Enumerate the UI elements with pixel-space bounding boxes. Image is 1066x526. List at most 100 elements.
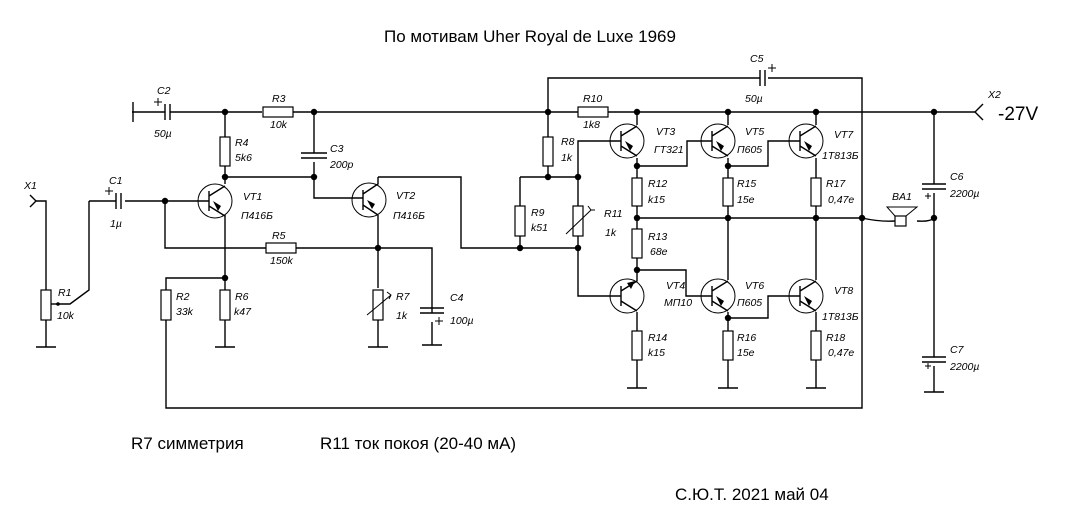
- label-vt5-value: П605: [737, 144, 762, 156]
- label-r15-ref: R15: [737, 178, 756, 190]
- resistor-r8: [542, 136, 554, 167]
- label-r15-value: 15e: [737, 194, 755, 206]
- label-r10-value: 1k8: [583, 119, 600, 131]
- label-r13-value: 68e: [650, 246, 668, 258]
- label-c1-value: 1µ: [110, 218, 122, 230]
- label-x2: X2: [987, 89, 1001, 101]
- label-c5-ref: C5: [750, 53, 764, 65]
- label-r6-ref: R6: [235, 291, 249, 303]
- label-r11-ref: R11: [604, 208, 622, 220]
- label-r16-value: 15e: [737, 347, 755, 359]
- transistor-vt3: [605, 123, 645, 159]
- capacitor-c5: [759, 64, 776, 86]
- label-vt4-value: МП10: [664, 297, 692, 309]
- note-r7: R7 симметрия: [131, 434, 244, 453]
- junctions: [161, 108, 938, 322]
- label-r5-value: 150k: [270, 255, 294, 267]
- label-vt6-ref: VT6: [745, 280, 764, 292]
- label-vt3-ref: VT3: [656, 126, 675, 138]
- label-vt2-value: П416Б: [393, 210, 425, 222]
- label-r9-value: k51: [531, 222, 548, 234]
- label-r3-value: 10k: [270, 119, 288, 131]
- transistor-vt1: [197, 183, 233, 219]
- label-r7-ref: R7: [396, 291, 411, 303]
- label-r2-value: 33k: [176, 306, 194, 318]
- label-r12-ref: R12: [648, 178, 667, 190]
- r1-wiper-dot: [56, 302, 60, 306]
- transistor-vt7: [786, 123, 824, 159]
- resistor-r15: [722, 177, 734, 207]
- label-r3-ref: R3: [272, 93, 286, 105]
- transistor-vt2: [342, 177, 387, 218]
- label-vt8-value: 1Т813Б: [822, 311, 859, 323]
- label-vt1-value: П416Б: [241, 210, 273, 222]
- label-c4-ref: C4: [450, 292, 464, 304]
- resistor-r18: [810, 330, 822, 361]
- label-r18-ref: R18: [826, 332, 845, 344]
- label-r14-value: k15: [648, 347, 665, 359]
- label-c6-ref: C6: [950, 171, 964, 183]
- label-r8-value: 1k: [561, 152, 573, 164]
- label-vt3-value: ГТ321: [654, 144, 684, 156]
- resistor-r17: [810, 177, 822, 207]
- label-vt2-ref: VT2: [396, 190, 415, 202]
- label-vt1-ref: VT1: [243, 191, 262, 203]
- label-c3-value: 200p: [329, 159, 354, 171]
- label-r8-ref: R8: [561, 136, 575, 148]
- label-vt7-ref: VT7: [834, 129, 854, 141]
- label-vt5-ref: VT5: [745, 126, 764, 138]
- label-r1-ref: R1: [58, 287, 71, 299]
- label-r6-value: k47: [234, 306, 252, 318]
- transistor-vt6: [697, 278, 736, 314]
- label-vt7-value: 1Т813Б: [822, 150, 859, 162]
- resistor-r10: [577, 106, 609, 118]
- resistor-r5: [265, 242, 297, 254]
- capacitor-c7: [922, 356, 946, 369]
- resistor-r14: [631, 330, 643, 361]
- signature: С.Ю.Т. 2021 май 04: [675, 485, 829, 504]
- schematic-title: По мотивам Uher Royal de Luxe 1969: [384, 27, 676, 46]
- label-r12-value: k15: [648, 194, 665, 206]
- transistor-vt8: [786, 278, 824, 314]
- label-r1-value: 10k: [57, 310, 75, 322]
- resistor-r3: [262, 106, 294, 118]
- capacitor-c6: [922, 183, 946, 199]
- label-r16-ref: R16: [737, 332, 756, 344]
- label-c1-ref: C1: [109, 175, 122, 187]
- capacitor-c2: [154, 98, 171, 120]
- label-r11-value: 1k: [605, 227, 617, 239]
- resistor-r11: [565, 205, 595, 237]
- label-r7-value: 1k: [396, 310, 408, 322]
- resistor-r12: [631, 177, 643, 207]
- transistor-vt4: [605, 277, 645, 314]
- label-r4-ref: R4: [235, 137, 249, 149]
- label-c4-value: 100µ: [450, 315, 474, 327]
- resistor-r4: [219, 136, 231, 167]
- label-r5-ref: R5: [272, 230, 286, 242]
- wires: [36, 77, 984, 409]
- capacitor-c4: [420, 307, 444, 325]
- label-c7-value: 2200µ: [949, 361, 979, 373]
- label-x1: X1: [23, 180, 37, 192]
- label-c7-ref: C7: [950, 344, 965, 356]
- label-ba1: BA1: [892, 191, 912, 203]
- transistor-vt5: [697, 123, 736, 159]
- label-r4-value: 5k6: [235, 152, 252, 164]
- label-c2-value: 50µ: [154, 128, 172, 140]
- resistor-r7: [366, 289, 392, 321]
- label-vt4-ref: VT4: [666, 280, 685, 292]
- label-r10-ref: R10: [583, 93, 602, 105]
- resistor-r13: [631, 228, 643, 259]
- label-c2-ref: C2: [157, 85, 171, 97]
- label-r17-value: 0,47e: [828, 194, 854, 206]
- label-r18-value: 0,47e: [828, 347, 854, 359]
- label-c3-ref: C3: [330, 143, 344, 155]
- supply-voltage: -27V: [998, 104, 1038, 125]
- capacitor-c1: [105, 187, 122, 209]
- label-r9-ref: R9: [531, 207, 545, 219]
- resistor-r9: [514, 205, 526, 237]
- label-r2-ref: R2: [176, 291, 190, 303]
- label-vt6-value: П605: [737, 297, 762, 309]
- label-r13-ref: R13: [648, 231, 667, 243]
